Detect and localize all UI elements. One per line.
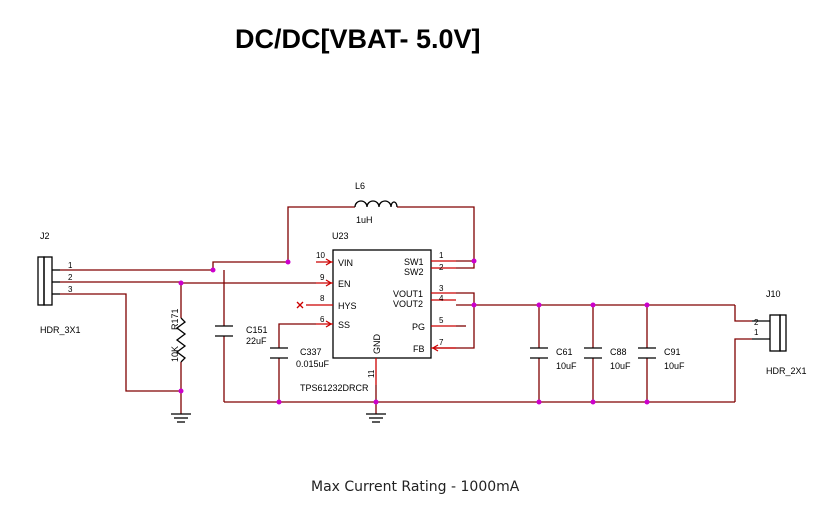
c91-value: 10uF [664, 361, 685, 371]
inductor-l6: L6 1uH [354, 181, 398, 225]
pin-name-vout2: VOUT2 [393, 299, 423, 309]
r171-value: 10K [170, 346, 180, 362]
pin-num-3: 3 [439, 284, 444, 293]
pin-num-11: 11 [367, 369, 376, 378]
ground-symbol-left [171, 413, 191, 423]
capacitor-c151: C151 22uF [215, 325, 268, 346]
pin-num-6: 6 [320, 315, 325, 324]
j2-ref: J2 [40, 231, 50, 241]
pin-name-pg: PG [412, 322, 425, 332]
pin-num-10: 10 [316, 251, 325, 260]
pin-num-4: 4 [439, 294, 444, 303]
c151-ref: C151 [246, 325, 268, 335]
c337-ref: C337 [300, 347, 322, 357]
capacitor-c88: C88 10uF [584, 347, 631, 371]
pin-num-8: 8 [320, 294, 325, 303]
pin-name-ss: SS [338, 320, 350, 330]
wires [60, 206, 752, 414]
capacitor-c337: C337 0.015uF [270, 347, 330, 369]
current-rating-note: Max Current Rating - 1000mA [311, 479, 520, 495]
j10-pin-1: 1 [754, 328, 759, 337]
resistor-r171: R171 10K [170, 308, 187, 363]
j2-part: HDR_3X1 [40, 325, 81, 335]
pin-name-vout1: VOUT1 [393, 289, 423, 299]
l6-value: 1uH [356, 215, 373, 225]
pin-num-7: 7 [439, 338, 444, 347]
capacitor-c91: C91 10uF [638, 347, 685, 371]
c91-ref: C91 [664, 347, 681, 357]
c88-ref: C88 [610, 347, 627, 357]
ic-u23: U23 10 9 8 6 VIN EN HYS SS 1 2 3 4 5 7 [296, 231, 456, 393]
u23-ref: U23 [332, 231, 349, 241]
c61-value: 10uF [556, 361, 577, 371]
j10-pin-2: 2 [754, 318, 759, 327]
page-title: DC/DC[VBAT- 5.0V] [235, 24, 481, 54]
j2-pin-2: 2 [68, 273, 73, 282]
c61-ref: C61 [556, 347, 573, 357]
pin-name-en: EN [338, 279, 351, 289]
c151-value: 22uF [246, 336, 267, 346]
pin-name-sw1: SW1 [404, 257, 424, 267]
junctions [178, 258, 650, 405]
c337-value: 0.015uF [296, 359, 330, 369]
u23-part: TPS61232DRCR [300, 383, 369, 393]
c88-value: 10uF [610, 361, 631, 371]
pin-name-fb: FB [413, 344, 425, 354]
pin-name-gnd: GND [372, 334, 382, 355]
ground-symbol-center [366, 413, 386, 423]
pin-name-hys: HYS [338, 301, 357, 311]
pin-name-vin: VIN [338, 258, 353, 268]
u23-body [332, 249, 432, 359]
capacitor-c61: C61 10uF [530, 347, 577, 371]
r171-ref: R171 [170, 308, 180, 330]
pin-num-2: 2 [439, 263, 444, 272]
pin-num-5: 5 [439, 316, 444, 325]
j2-pin-1: 1 [68, 261, 73, 270]
j10-body [769, 314, 781, 352]
connector-j2: J2 1 2 3 HDR_3X1 [37, 231, 81, 335]
j10-part: HDR_2X1 [766, 366, 807, 376]
j2-pin-3: 3 [68, 285, 73, 294]
j10-ref: J10 [766, 289, 781, 299]
connector-j10: J10 2 1 HDR_2X1 [752, 289, 807, 376]
j2-body [43, 256, 53, 306]
l6-ref: L6 [355, 181, 365, 191]
pin-name-sw2: SW2 [404, 267, 424, 277]
j10-housing [779, 314, 787, 352]
pin-num-1: 1 [439, 251, 444, 260]
pin-num-9: 9 [320, 273, 325, 282]
j2-housing [37, 256, 45, 306]
